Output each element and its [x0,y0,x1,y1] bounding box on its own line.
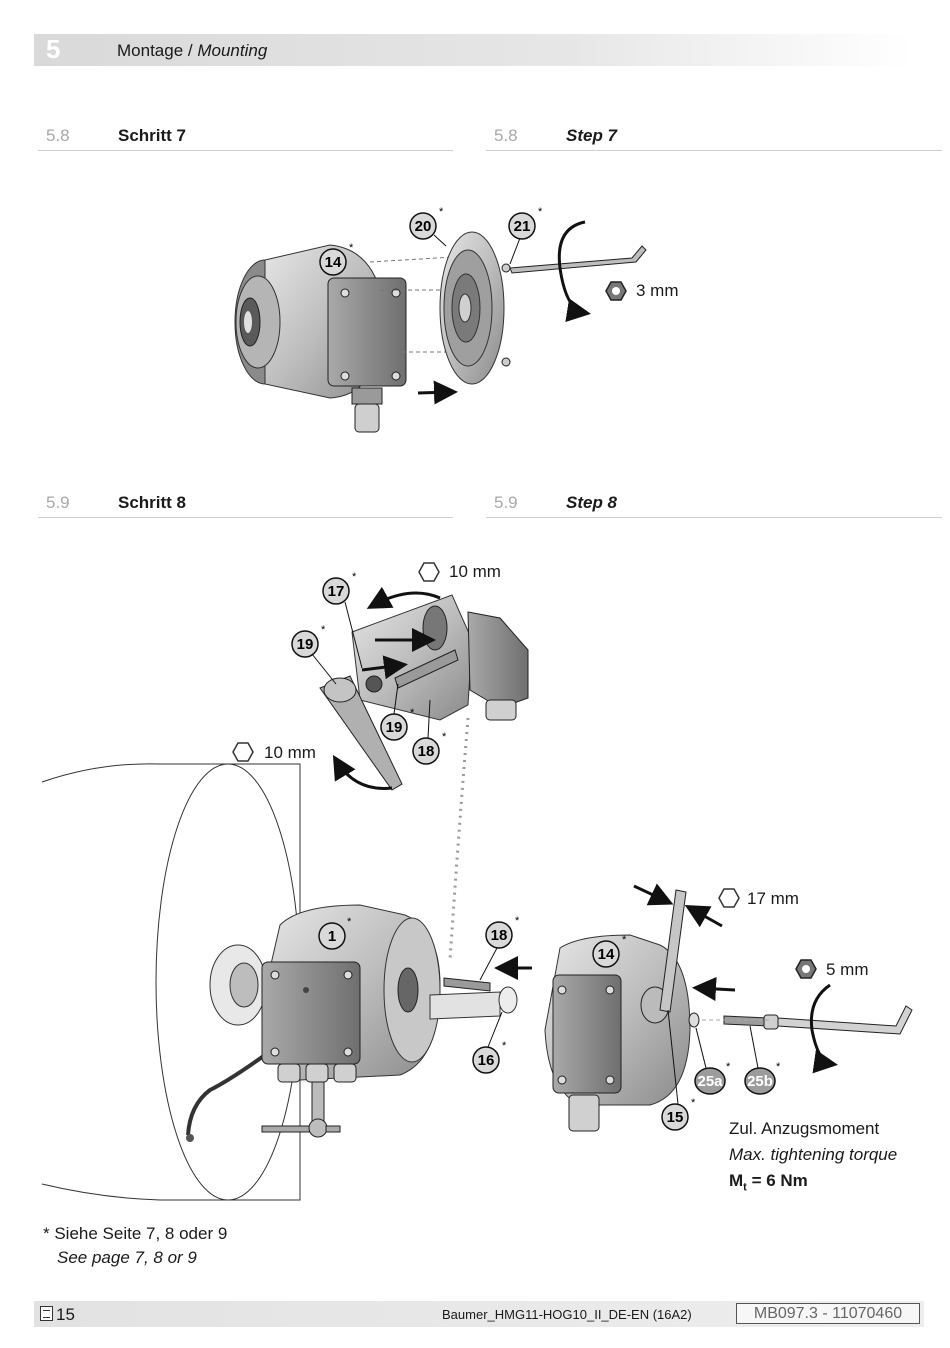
svg-text:*: * [776,1061,781,1073]
svg-text:*: * [352,571,357,583]
torque-note: Zul. Anzugsmoment Max. tightening torque… [729,1116,897,1200]
svg-text:*: * [726,1061,731,1073]
section-heading-de: 5.9 Schritt 8 [38,493,453,518]
tool-size-label: 10 mm [449,562,501,581]
document-icon [40,1306,53,1321]
footnote-de: * Siehe Seite 7, 8 oder 9 [43,1224,228,1243]
page-footer: 15 Baumer_HMG11-HOG10_II_DE-EN (16A2) MB… [34,1301,924,1327]
callout-19: 19 [297,636,314,653]
chapter-title: Montage / Mounting [117,41,268,60]
tool-size-label: 5 mm [826,960,869,979]
svg-text:*: * [410,707,415,719]
torque-label-de: Zul. Anzugsmoment [729,1119,880,1138]
chapter-number: 5 [46,34,61,64]
step7-figure: 20 * 21 * 14 * [234,206,647,433]
tool-size-label: 3 mm [636,281,679,300]
svg-text:*: * [442,731,447,743]
torque-symbol: M [729,1171,744,1190]
callout-18b: 18 [491,927,508,944]
section-heading-de: 5.8 Schritt 7 [38,126,453,151]
svg-text:*: * [691,1097,696,1109]
section-number: 5.8 [46,126,70,145]
callout-17: 17 [328,583,345,600]
svg-text:*: * [502,1040,507,1052]
svg-text:*: * [538,206,543,218]
section-title: Step 7 [566,126,618,145]
torque-value: Mt = 6 Nm [729,1168,897,1200]
svg-text:*: * [439,206,444,218]
callout-25b: 25b [747,1073,773,1090]
tool-size-label: 10 mm [264,743,316,762]
section-number: 5.9 [494,493,518,512]
footnote-en: See page 7, 8 or 9 [57,1248,197,1267]
torque-label-en: Max. tightening torque [729,1145,898,1164]
section-title: Schritt 7 [118,126,187,145]
chapter-header: 5 Montage / Mounting [34,34,912,66]
step8-figure: 17 * 19 * 19 * 18 * 1 * 18 * 16 * 14 * 1… [41,562,913,1201]
section-heading-en: 5.9 Step 8 [486,493,942,518]
callout-1: 1 [328,928,336,945]
section-heading-en: 5.8 Step 7 [486,126,942,151]
tool-size-label: 17 mm [747,889,799,908]
svg-text:*: * [347,916,352,928]
callout-19b: 19 [386,719,403,736]
callout-14: 14 [325,254,342,271]
section-title: Step 8 [566,493,618,512]
page-number-value: 15 [56,1305,75,1324]
callout-15: 15 [667,1109,684,1126]
callout-21: 21 [514,218,531,235]
svg-text:*: * [349,242,354,254]
section-title: Schritt 8 [118,493,187,512]
svg-text:*: * [515,915,520,927]
footnote: * Siehe Seite 7, 8 oder 9 See page 7, 8 … [43,1222,227,1270]
chapter-title-en: Mounting [197,41,268,60]
torque-amount: = 6 Nm [751,1171,808,1190]
page-number: 15 [40,1305,75,1325]
callout-16: 16 [478,1052,495,1069]
section-number: 5.9 [46,493,70,512]
svg-text:*: * [622,934,627,946]
callout-25a: 25a [697,1073,723,1090]
callout-14b: 14 [598,946,615,963]
document-filename: Baumer_HMG11-HOG10_II_DE-EN (16A2) [442,1307,692,1322]
svg-text:*: * [321,624,326,636]
torque-subscript: t [743,1181,747,1194]
section-number: 5.8 [494,126,518,145]
document-number: MB097.3 - 11070460 [736,1303,920,1324]
callout-20: 20 [415,218,432,235]
chapter-title-de: Montage [117,41,184,60]
callout-18: 18 [418,743,435,760]
